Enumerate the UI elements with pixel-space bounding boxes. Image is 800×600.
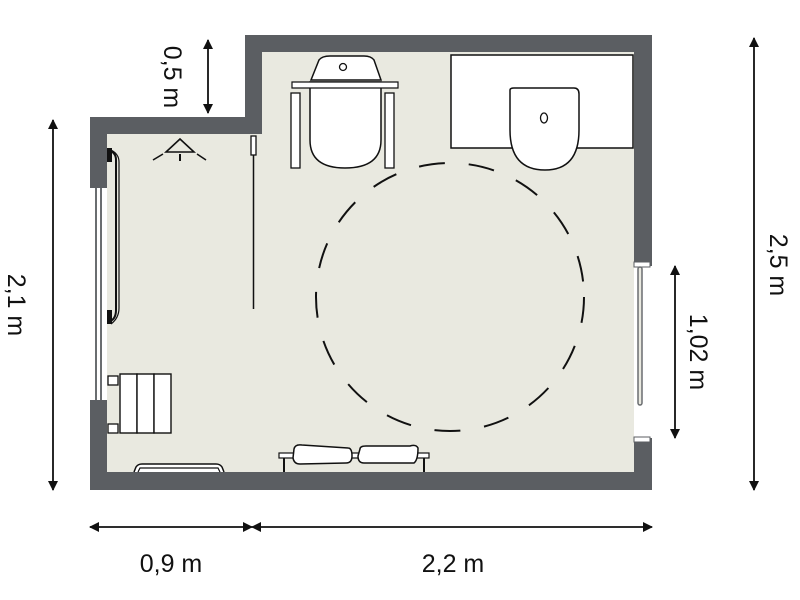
vertical-grab-bar — [107, 148, 120, 325]
floor-grab-bar — [133, 463, 225, 473]
window — [90, 188, 107, 400]
sink — [450, 54, 634, 171]
dimension-left-height: 2,1 m — [2, 119, 58, 491]
floor — [107, 52, 634, 472]
shower-curtain — [250, 135, 257, 309]
dimension-top-step: 0,5 m — [158, 39, 213, 114]
dimension-bottom-right: 2,2 m — [251, 522, 653, 578]
dimension-label-bottom-left: 0,9 m — [140, 550, 203, 578]
door[interactable] — [633, 261, 652, 443]
dimension-door-width: 1,02 m — [670, 265, 712, 439]
shower-seat — [107, 373, 172, 434]
dimension-label-left-height: 2,1 m — [2, 274, 30, 337]
dimension-bottom-left: 0,9 m — [89, 522, 253, 578]
shower-head-icon — [152, 137, 207, 161]
towel-rail — [278, 444, 430, 472]
toilet — [290, 55, 399, 169]
dimension-label-top-step: 0,5 m — [158, 46, 186, 109]
turning-circle — [315, 162, 585, 432]
dimension-label-door-width: 1,02 m — [684, 314, 712, 390]
dimension-label-right-height: 2,5 m — [764, 234, 792, 297]
dimension-label-bottom-right: 2,2 m — [422, 550, 485, 578]
dimension-right-height: 2,5 m — [749, 37, 792, 491]
